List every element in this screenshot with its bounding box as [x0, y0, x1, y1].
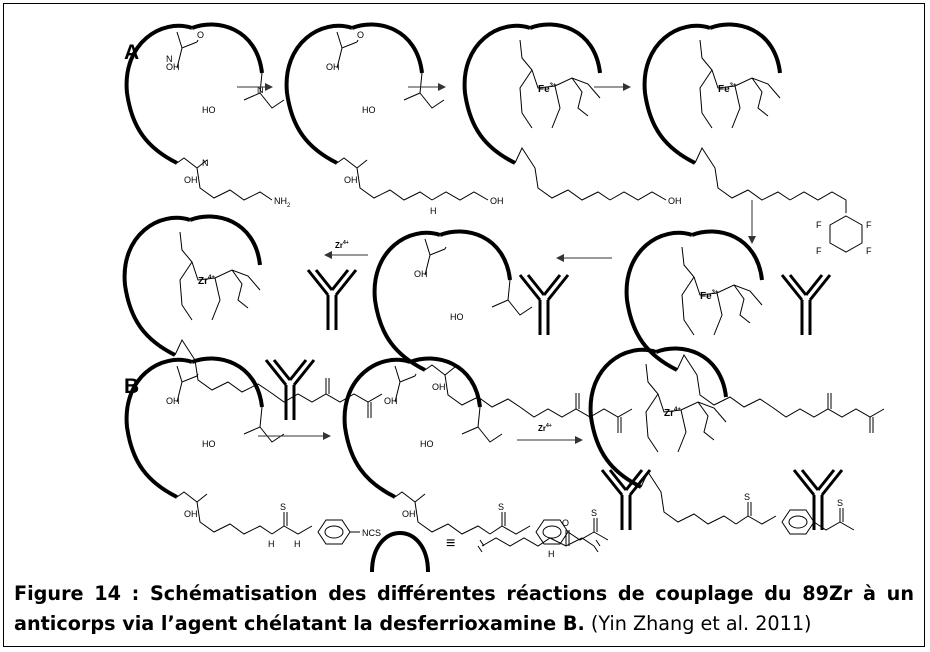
- svg-text:OH: OH: [432, 382, 446, 392]
- svg-text:H: H: [430, 206, 437, 216]
- svg-text:S: S: [591, 508, 597, 518]
- svg-text:HO: HO: [450, 312, 464, 322]
- antibody-reagent: [264, 358, 316, 422]
- svg-text:H: H: [548, 549, 555, 559]
- svg-text:F: F: [816, 220, 822, 230]
- svg-text:S: S: [744, 492, 750, 502]
- svg-text:Fe3+: Fe3+: [718, 83, 737, 95]
- svg-text:OH: OH: [326, 62, 340, 72]
- caption-reference: (Yin Zhang et al. 2011): [584, 612, 812, 635]
- svg-text:OH: OH: [668, 196, 682, 206]
- svg-text:HO: HO: [202, 105, 216, 115]
- fe-complex-acid: Fe3+ OH: [462, 22, 682, 206]
- svg-text:OH: OH: [184, 175, 198, 185]
- svg-text:OH: OH: [384, 396, 398, 406]
- svg-text:OH: OH: [166, 396, 180, 406]
- dfo-ncs: OH HO OH S H H NCS: [124, 356, 381, 549]
- svg-text:N: N: [166, 54, 173, 64]
- svg-text:OH: OH: [414, 269, 428, 279]
- zr-complex-antibody-a: Zr4+: [122, 214, 383, 419]
- svg-text:F: F: [866, 246, 872, 256]
- svg-text:OH: OH: [490, 196, 504, 206]
- fe-complex-antibody: Fe3+: [624, 229, 885, 434]
- caption-bold-text: Figure 14 : Schématisation des différent…: [14, 582, 914, 635]
- svg-text:NH2: NH2: [274, 196, 291, 209]
- dfo-antibody: OH HO OH: [372, 229, 633, 434]
- svg-text:O: O: [357, 30, 364, 40]
- dfo-thiourea-antibody: OH HO OH S S: [342, 356, 652, 545]
- svg-text:OH: OH: [344, 175, 358, 185]
- svg-text:Zr4+: Zr4+: [664, 407, 681, 419]
- svg-text:Fe3+: Fe3+: [538, 83, 557, 95]
- svg-text:F: F: [866, 220, 872, 230]
- arrow-zr-label-b: Zr4+: [538, 423, 552, 433]
- svg-text:OH: OH: [402, 509, 416, 519]
- svg-text:Fe3+: Fe3+: [700, 290, 719, 302]
- svg-text:H: H: [294, 539, 301, 549]
- svg-text:HO: HO: [420, 439, 434, 449]
- svg-text:H: H: [268, 539, 275, 549]
- reaction-scheme: A OH N O HO N OH N NH2 OH O HO OH H OH F…: [122, 22, 885, 573]
- svg-text:NCS: NCS: [362, 528, 381, 538]
- svg-text:HO: HO: [362, 105, 376, 115]
- arrow-zr-label-a: Zr4+: [335, 240, 349, 250]
- panel-b-label: B: [124, 375, 139, 398]
- svg-text:S: S: [280, 502, 286, 512]
- svg-text:≡: ≡: [446, 535, 455, 552]
- svg-text:HO: HO: [202, 439, 216, 449]
- figure-frame: [3, 3, 925, 647]
- panel-a-label: A: [124, 41, 139, 64]
- svg-text:N: N: [202, 158, 209, 168]
- figure-caption: Figure 14 : Schématisation des différent…: [14, 579, 914, 639]
- dfo-succinyl-acid: OH O HO OH H OH: [284, 22, 504, 216]
- fe-complex-tfp-ester: Fe3+ F F F F: [642, 22, 872, 256]
- svg-text:OH: OH: [184, 509, 198, 519]
- svg-text:F: F: [816, 246, 822, 256]
- dfo-free-amine: OH N O HO N OH N NH2: [124, 22, 291, 209]
- svg-text:Zr4+: Zr4+: [198, 275, 215, 287]
- legend-linker-definition: ≡ O H: [370, 518, 601, 573]
- svg-text:S: S: [837, 498, 843, 508]
- svg-text:O: O: [197, 30, 204, 40]
- svg-text:OH: OH: [166, 62, 180, 72]
- zr-complex-antibody-b: Zr4+ S S: [588, 346, 855, 535]
- svg-text:O: O: [562, 518, 569, 528]
- svg-text:S: S: [498, 502, 504, 512]
- svg-text:N: N: [257, 85, 264, 95]
